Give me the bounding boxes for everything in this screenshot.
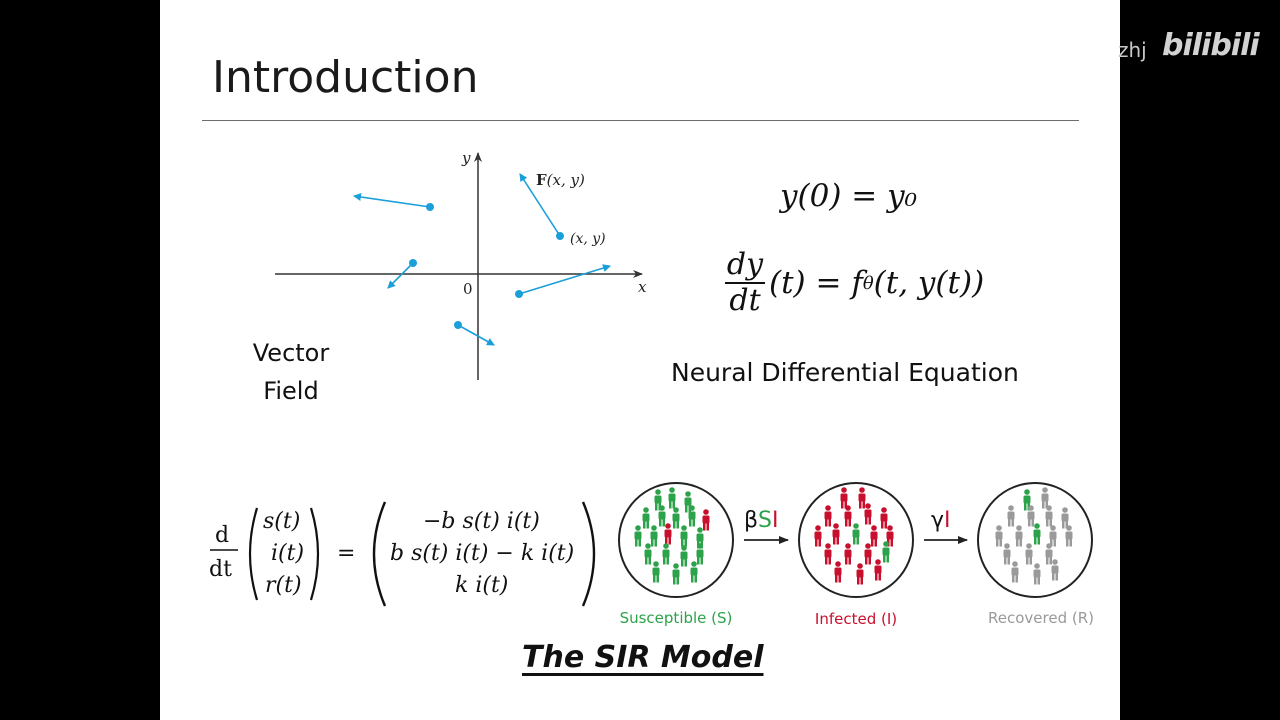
ode-denominator: dt [729,283,761,318]
vector-field-caption-line2: Field [263,377,319,405]
sir-lhs-numerator: d [215,523,229,548]
ode-numerator: dy [726,247,764,282]
y-axis-label: y [461,149,471,167]
sir-equals: = [337,541,355,566]
bilibili-logo: bilibili [1162,28,1260,63]
sir-equation: d dt s(t) i(t) r(t) = −b s(t) i(t) b s(t… [209,501,596,607]
vector-arrow [519,173,561,237]
slide: Introduction y x 0 [160,0,1120,720]
sir-rhs-i: b s(t) i(t) − k i(t) [390,541,574,566]
ode-tail: (t, y(t)) [873,265,985,301]
vector-arrow [457,324,495,346]
force-args: (x, y) [547,171,585,189]
sir-model-title: The SIR Model [522,640,764,675]
beta-si-label: βSI [744,508,779,533]
vector-point [409,259,418,268]
vector-arrow [387,262,414,289]
vector-arrows [353,173,611,346]
sir-vec-i: i(t) [271,541,304,566]
sir-compartment-diagram: βSI γI [618,482,1093,598]
x-axis-label: x [638,278,647,296]
slide-title: Introduction [212,52,479,103]
sir-rhs-s: −b s(t) i(t) [423,509,540,534]
infected-label: Infected (I) [814,610,898,628]
susceptible-label: Susceptible (S) [619,609,733,627]
vector-field-diagram: y x 0 F(x, y) (x, y) [275,149,647,380]
gamma-i-label: γI [931,508,951,533]
vector-arrow [518,264,611,295]
neural-de-caption: Neural Differential Equation [671,358,1019,387]
origin-label: 0 [463,280,473,298]
ode-fraction: dy dt [725,248,765,318]
point-label: (x, y) [570,231,606,247]
vector-point [515,290,524,299]
vector-point [426,202,435,211]
initial-condition-equation: y(0) = y₀ [780,178,918,214]
recovered-label: Recovered (R) [988,609,1094,627]
sir-rhs-r: k i(t) [455,573,508,598]
bilibili-watermark: zhj bilibili [1100,26,1270,72]
vector-arrow [353,193,431,208]
title-divider [202,120,1079,121]
sir-vec-s: s(t) [263,509,300,534]
force-label: F(x, y) [536,171,585,189]
watermark-user: zhj [1118,38,1147,62]
vector-field-caption-line1: Vector [252,339,330,367]
vector-point [454,321,463,330]
vector-point [555,232,564,241]
ode-theta: θ [862,272,874,294]
sir-vec-r: r(t) [265,573,302,598]
sir-lhs-denominator: dt [209,557,232,582]
ode-rhs: (t) = f [769,265,863,301]
